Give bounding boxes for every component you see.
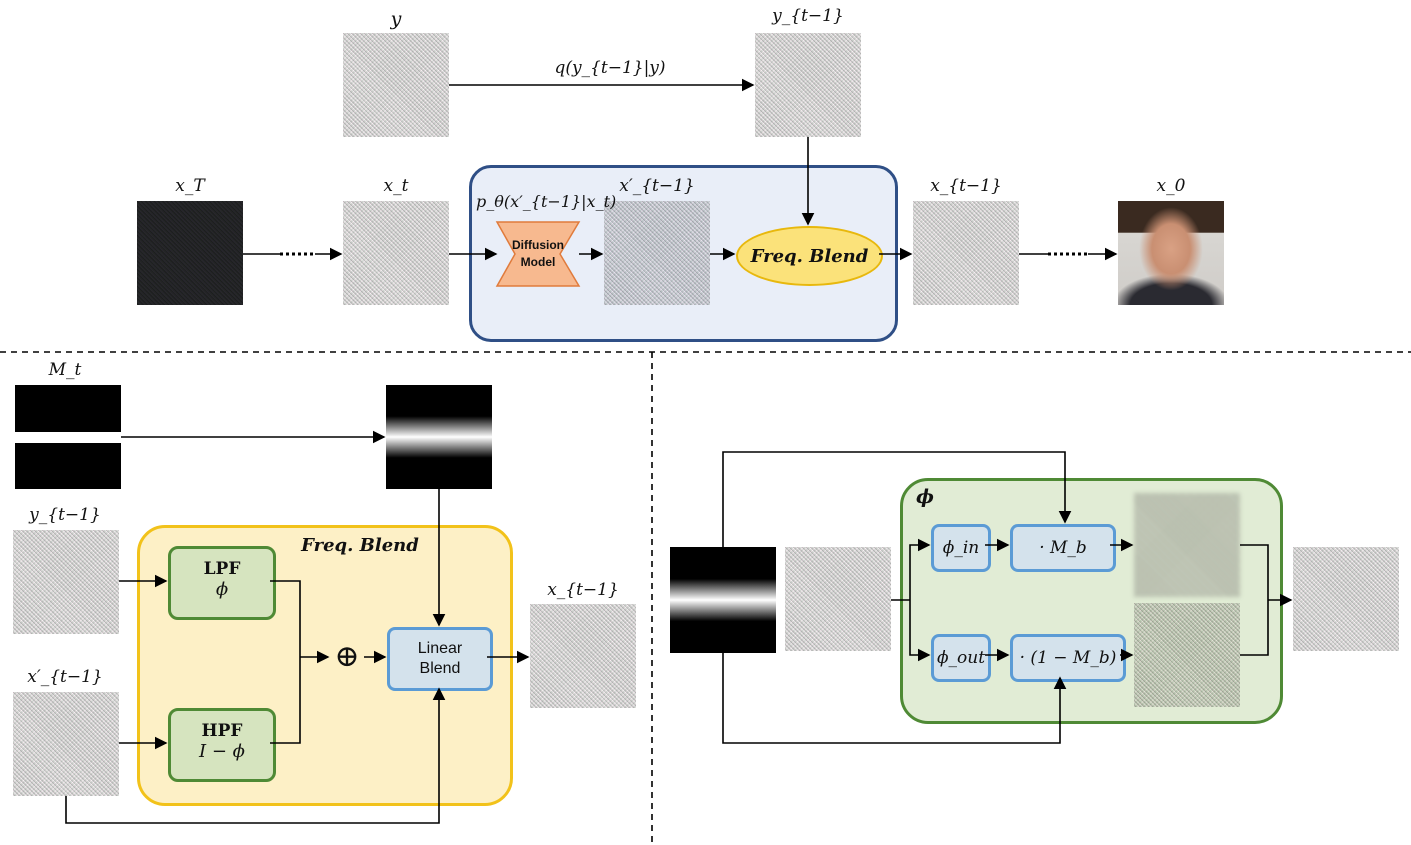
image-br-output [1293, 547, 1399, 651]
xp-to-blend-bottom [65, 687, 446, 824]
label-xprime: x′_{t−1} [619, 176, 695, 196]
mask-to-mul-1-mb [722, 653, 1067, 744]
diffusion-model-line2: Model [520, 255, 556, 269]
phi-container-title: ϕ [916, 486, 934, 508]
phi-in-box: ϕ_in [931, 524, 991, 572]
mask-to-mul-mb [722, 451, 1072, 547]
image-br-bottom-out [1134, 603, 1240, 707]
split-to-phi-in [909, 538, 931, 600]
linear-blend-box: Linear Blend [387, 627, 493, 691]
diffusion-model-label: Diffusion Model [500, 237, 576, 271]
hpf-title: HPF [201, 721, 243, 741]
hpf-box: HPF I − ϕ [168, 708, 276, 782]
label-bl-output: x_{t−1} [547, 580, 619, 600]
freq-blend-container-title: Freq. Blend [301, 535, 419, 556]
label-bl-xprime: x′_{t−1} [27, 667, 103, 687]
lpf-symbol: ϕ [215, 579, 229, 600]
label-x0: x_0 [1156, 176, 1186, 196]
mul-one-minus-mb-box: · (1 − M_b) [1010, 634, 1126, 682]
image-xT [137, 201, 243, 305]
image-xt [343, 201, 449, 305]
label-bl-y-tminus1: y_{t−1} [29, 505, 101, 525]
phi-out-box: ϕ_out [931, 634, 991, 682]
image-xprime [604, 201, 710, 305]
image-y-tminus1 [755, 33, 861, 137]
image-xtminus1 [913, 201, 1019, 305]
image-bl-output [530, 604, 636, 708]
image-mask-Mt [15, 385, 121, 489]
bottom-img-merge [1240, 600, 1269, 656]
lpf-title: LPF [203, 559, 241, 579]
image-x0 [1118, 201, 1224, 305]
label-q: q(y_{t−1}|y) [554, 58, 666, 78]
mul-mb-box: · M_b [1010, 524, 1116, 572]
label-y: y [390, 8, 402, 30]
plus-circle: ⊕ [334, 639, 360, 674]
label-p: p_θ(x′_{t−1}|x_t) [476, 192, 617, 211]
label-xT: x_T [175, 176, 205, 196]
linear-blend-line1: Linear [417, 640, 463, 657]
lpf-to-sum [270, 580, 301, 744]
image-bl-y-tminus1 [13, 530, 119, 634]
hpf-symbol: I − ϕ [199, 741, 245, 762]
top-img-merge [1240, 544, 1269, 600]
diffusion-model-line1: Diffusion [512, 238, 564, 252]
image-mask-mb [670, 547, 776, 653]
label-xt: x_t [383, 176, 409, 196]
phi-in-label: ϕ_in [942, 538, 980, 558]
linear-blend-line2: Blend [419, 660, 461, 677]
phi-out-label: ϕ_out [936, 648, 986, 668]
image-br-input [785, 547, 891, 651]
freq-blend-ellipse: Freq. Blend [736, 226, 883, 286]
image-y [343, 33, 449, 137]
mul-one-minus-mb-label: · (1 − M_b) [1019, 648, 1117, 668]
image-bl-xprime [13, 692, 119, 796]
freq-blend-label: Freq. Blend [750, 245, 869, 267]
phi-container [900, 478, 1283, 724]
diffusion-model-shape [495, 221, 581, 287]
mul-mb-label: · M_b [1039, 538, 1087, 558]
split-to-phi-out [909, 600, 931, 662]
label-xtminus1-top: x_{t−1} [930, 176, 1002, 196]
lpf-box: LPF ϕ [168, 546, 276, 620]
image-mask-soft [386, 385, 492, 489]
label-y-tminus1: y_{t−1} [772, 6, 844, 26]
image-br-top-out [1134, 493, 1240, 597]
label-Mt: M_t [48, 360, 82, 380]
